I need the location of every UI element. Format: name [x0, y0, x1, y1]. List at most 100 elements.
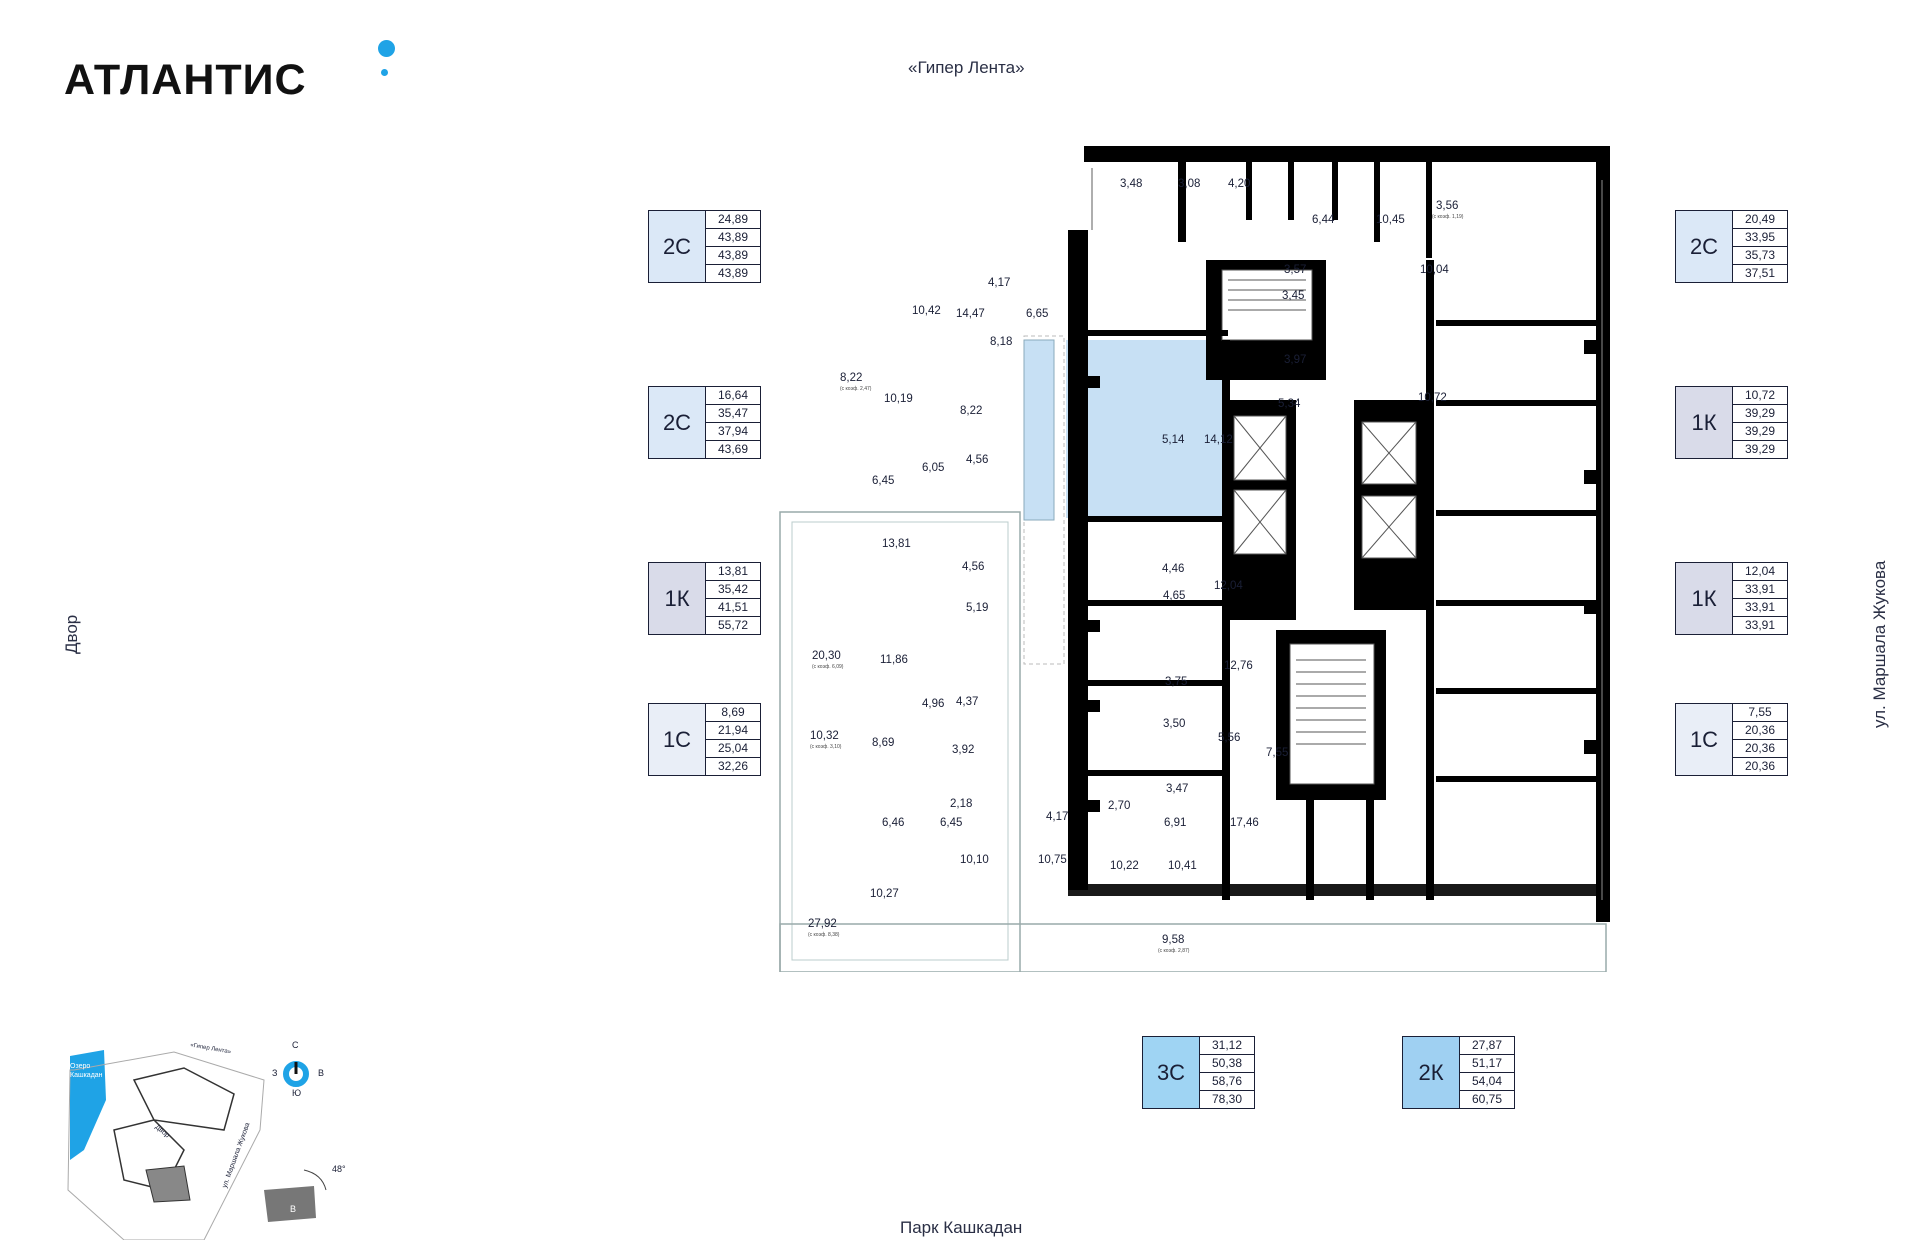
apartment-type: 1С [1676, 704, 1733, 775]
apartment-type: 2С [649, 387, 706, 458]
apartment-card[interactable]: 2С 20,49 33,95 35,73 37,51 [1675, 210, 1788, 283]
apartment-card[interactable]: 1К 13,81 35,42 41,51 55,72 [648, 562, 761, 635]
room-area: 13,81 [882, 538, 911, 550]
room-area: 4,65 [1163, 590, 1186, 602]
apartment-card[interactable]: 1К 10,72 39,29 39,29 39,29 [1675, 386, 1788, 459]
area-value: 43,89 [717, 266, 749, 280]
room-area: 10,27 [870, 888, 899, 900]
street-top: «Гипер Лента» [908, 58, 1025, 77]
room-area: 3,75 [1165, 676, 1188, 688]
area-value: 55,72 [717, 618, 749, 632]
room-area: 6,65 [1026, 308, 1049, 320]
area-value: 20,36 [1744, 759, 1776, 773]
apartment-type: 1К [1676, 563, 1733, 634]
street-bottom: Парк Кашкадан [900, 1218, 1023, 1237]
room-area: 10,32 [810, 730, 839, 742]
area-value: 20,36 [1733, 722, 1787, 740]
area-value: 51,17 [1460, 1055, 1514, 1073]
room-area: 27,92 [808, 918, 837, 930]
area-value: 31,12 [1200, 1037, 1254, 1055]
room-area: 20,30 [812, 650, 841, 662]
area-value: 33,95 [1733, 229, 1787, 247]
room-area: 6,44 [1312, 214, 1335, 226]
area-value: 24,89 [706, 211, 760, 229]
area-value: 39,29 [1733, 423, 1787, 441]
room-area: 5,19 [966, 602, 989, 614]
room-area: 3,45 [1282, 290, 1305, 302]
room-area: 3,47 [1166, 783, 1189, 795]
apartment-card[interactable]: 2К 27,87 51,17 54,04 60,75 [1402, 1036, 1515, 1109]
room-area: 2,70 [1108, 800, 1131, 812]
minimap-lake: Озеро Кашкадан [70, 1063, 103, 1079]
apartment-type: 1К [1676, 387, 1733, 458]
room-note: (с коэф. 2,47) [840, 386, 872, 392]
room-area: 14,47 [956, 308, 985, 320]
area-value: 21,94 [706, 722, 760, 740]
room-area: 8,69 [872, 737, 895, 749]
area-value: 43,89 [706, 247, 760, 265]
area-value: 10,72 [1733, 387, 1787, 405]
apartment-type: 2С [649, 211, 706, 282]
room-area: 8,18 [990, 336, 1013, 348]
room-area: 3,57 [1284, 264, 1307, 276]
room-area: 8,22 [960, 405, 983, 417]
floor-plan-drawing [779, 146, 1610, 972]
room-area: 9,58 [1162, 934, 1185, 946]
room-area: 3,97 [1284, 354, 1307, 366]
room-note: (с коэф. 6,09) [812, 664, 844, 670]
area-value: 60,75 [1471, 1092, 1503, 1106]
area-value: 50,38 [1200, 1055, 1254, 1073]
room-area: 4,56 [962, 561, 985, 573]
room-area: 10,75 [1038, 854, 1067, 866]
room-area: 6,05 [922, 462, 945, 474]
room-area: 10,10 [960, 854, 989, 866]
floor-plan: 14,47 6,65 3,48 3,08 4,20 6,44 10,45 3,5… [776, 140, 1610, 972]
room-area: 10,72 [1418, 392, 1447, 404]
apartment-card[interactable]: 2С 16,64 35,47 37,94 43,69 [648, 386, 761, 459]
room-area: 8,22 [840, 372, 863, 384]
area-value: 39,29 [1744, 442, 1776, 456]
apartment-type: 3С [1143, 1037, 1200, 1108]
room-area: 6,46 [882, 817, 905, 829]
room-area: 10,22 [1110, 860, 1139, 872]
room-note: (с коэф. 8,38) [808, 932, 840, 938]
room-area: 4,17 [988, 277, 1011, 289]
room-area: 3,08 [1178, 178, 1201, 190]
room-area: 3,92 [952, 744, 975, 756]
apartment-card[interactable]: 1С 7,55 20,36 20,36 20,36 [1675, 703, 1788, 776]
apartment-card[interactable]: 1К 12,04 33,91 33,91 33,91 [1675, 562, 1788, 635]
apartment-type: 1С [649, 704, 706, 775]
room-area: 4,56 [966, 454, 989, 466]
area-value: 78,30 [1211, 1092, 1243, 1106]
area-value: 54,04 [1460, 1073, 1514, 1091]
area-value: 33,91 [1733, 599, 1787, 617]
area-value: 35,73 [1733, 247, 1787, 265]
brand-logo[interactable]: АТЛАНТИС [64, 56, 307, 104]
room-area: 5,34 [1278, 398, 1301, 410]
area-value: 37,51 [1744, 266, 1776, 280]
apartment-type: 1К [649, 563, 706, 634]
apartment-type: 2С [1676, 211, 1733, 282]
area-value: 20,49 [1733, 211, 1787, 229]
section-label: В [290, 1204, 297, 1214]
room-area: 12,76 [1224, 660, 1253, 672]
room-area: 12,04 [1214, 580, 1243, 592]
apartment-card[interactable]: 3С 31,12 50,38 58,76 78,30 [1142, 1036, 1255, 1109]
room-note: (с коэф. 3,10) [810, 744, 842, 750]
area-value: 12,04 [1733, 563, 1787, 581]
area-value: 37,94 [706, 423, 760, 441]
area-value: 8,69 [706, 704, 760, 722]
apartment-type: 2К [1403, 1037, 1460, 1108]
room-area: 4,20 [1228, 178, 1251, 190]
site-minimap: Озеро Кашкадан «Гипер Лента» Двор ул. Ма… [64, 1040, 364, 1240]
logo-dot-icon [378, 40, 395, 57]
room-area: 17,46 [1230, 817, 1259, 829]
room-note: (с коэф. 2,87) [1158, 948, 1190, 954]
area-value: 35,42 [706, 581, 760, 599]
street-left: Двор [62, 614, 81, 654]
orientation-angle: 48° [332, 1164, 346, 1174]
room-area: 2,18 [950, 798, 973, 810]
apartment-card[interactable]: 2С 24,89 43,89 43,89 43,89 [648, 210, 761, 283]
area-value: 43,69 [717, 442, 749, 456]
apartment-card[interactable]: 1С 8,69 21,94 25,04 32,26 [648, 703, 761, 776]
